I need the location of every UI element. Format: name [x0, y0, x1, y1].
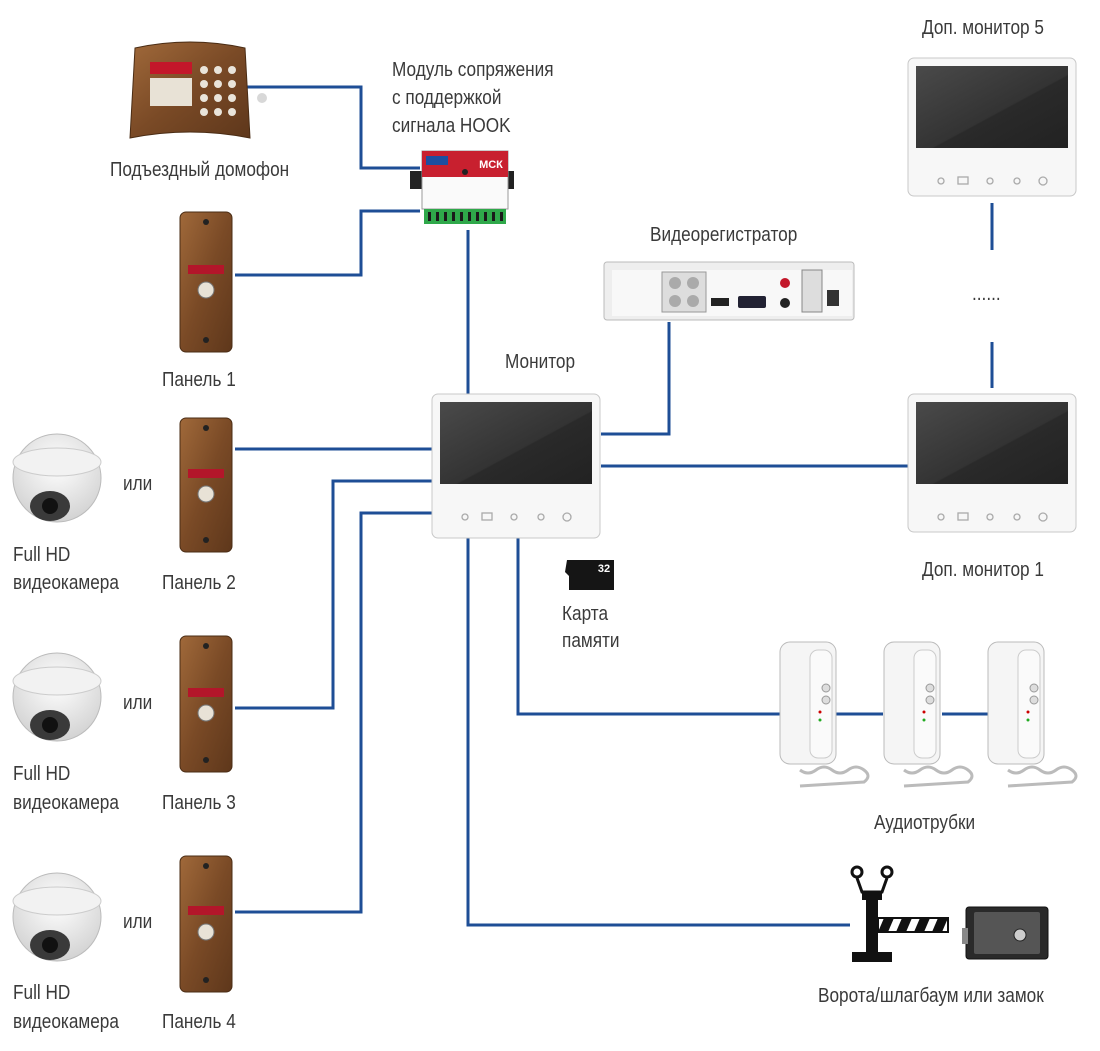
entrance-intercom-label: Подъездный домофон: [110, 159, 290, 181]
handsets-label: Аудиотрубки: [874, 812, 976, 834]
entrance-intercom: [129, 41, 267, 139]
extra-monitor-1: [907, 393, 1077, 533]
module-label-line1: Модуль сопряжения: [392, 59, 554, 81]
audio-handset-3: [987, 641, 1078, 788]
memory-card-capacity: 32: [598, 563, 610, 575]
dome-camera-2: [12, 652, 102, 742]
camera-2-label-line1: Full HD: [13, 763, 71, 785]
memory-card: 32: [565, 560, 614, 590]
or-label-2: или: [123, 692, 153, 714]
camera-1-label-line2: видеокамера: [13, 572, 119, 594]
video-recorder: [603, 261, 855, 321]
wire-monitor-gate: [466, 538, 850, 927]
dvr-label: Видеорегистратор: [650, 224, 798, 246]
wire-panel4-monitor: [235, 511, 432, 914]
monitor-label: Монитор: [505, 351, 576, 373]
interface-module: МСК: [410, 150, 514, 224]
module-label-line3: сигнала HOOK: [392, 115, 511, 137]
dome-camera-1: [12, 433, 102, 523]
camera-3-label-line2: видеокамера: [13, 1011, 119, 1033]
module-label-line2: с поддержкой: [392, 87, 502, 109]
memory-card-label-line1: Карта: [562, 603, 609, 625]
call-panel-4: [179, 855, 233, 993]
audio-handset-2: [883, 641, 974, 788]
audio-handset-1: [779, 641, 870, 788]
panel-2-label: Панель 2: [162, 572, 236, 594]
camera-3-label-line1: Full HD: [13, 982, 71, 1004]
electric-lock: [962, 906, 1049, 960]
or-label-1: или: [123, 473, 153, 495]
wire-monitor-handsets: [516, 538, 780, 716]
wire-panel3-monitor: [235, 479, 432, 710]
main-monitor: [431, 393, 601, 539]
call-panel-3: [179, 635, 233, 773]
wires: [235, 85, 994, 927]
panel-1-label: Панель 1: [162, 369, 236, 391]
gate-lock-label: Ворота/шлагбаум или замок: [818, 985, 1044, 1007]
wire-monitor-dvr: [601, 322, 671, 436]
extra-monitor-1-label: Доп. монитор 1: [922, 559, 1044, 581]
call-panel-1: [179, 211, 233, 353]
extra-monitors-ellipsis: ......: [972, 283, 1001, 305]
wire-panel1-module: [235, 209, 420, 277]
extra-monitor-5-label: Доп. монитор 5: [922, 17, 1044, 39]
camera-2-label-line2: видеокамера: [13, 792, 119, 814]
panel-4-label: Панель 4: [162, 1011, 236, 1033]
module-badge: МСК: [479, 159, 503, 171]
extra-monitor-5: [907, 57, 1077, 197]
or-label-3: или: [123, 911, 153, 933]
dome-camera-3: [12, 872, 102, 962]
barrier-icon: [850, 865, 949, 962]
panel-3-label: Панель 3: [162, 792, 236, 814]
memory-card-label-line2: памяти: [562, 630, 620, 652]
wire-intercom-module: [245, 85, 420, 170]
call-panel-2: [179, 417, 233, 553]
camera-1-label-line1: Full HD: [13, 544, 71, 566]
